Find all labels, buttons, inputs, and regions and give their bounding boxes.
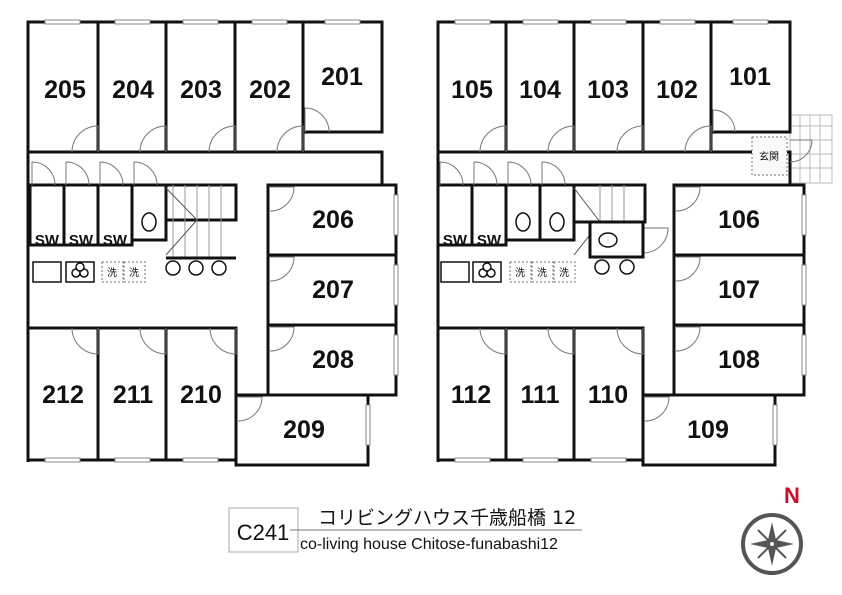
laundry-label: 洗 [537, 267, 547, 279]
room-212[interactable] [26, 326, 100, 462]
left-building: SW SW SW 洗 洗 205 204 203 202 201 206 207… [26, 19, 399, 467]
room-number: 208 [312, 346, 354, 374]
room-number: 112 [451, 381, 491, 409]
room-102[interactable] [641, 20, 713, 154]
shower-label: SW [35, 232, 60, 249]
room-205[interactable] [26, 20, 100, 154]
north-label: N [784, 483, 800, 508]
room-103[interactable] [572, 20, 645, 154]
room-203[interactable] [164, 20, 237, 154]
laundry-space [553, 261, 576, 283]
door-icon [31, 161, 158, 186]
right-building: 玄関 [436, 19, 833, 467]
entrance-tiles [789, 114, 833, 184]
room-number: 205 [44, 76, 86, 104]
shower-room[interactable] [470, 183, 508, 247]
room-210[interactable] [164, 326, 238, 462]
room-number: 210 [180, 381, 222, 409]
compass-icon: N [741, 483, 803, 575]
shower-label: SW [103, 232, 128, 249]
property-name-en: co-living house Chitose-funabashi12 [300, 536, 558, 553]
room-number: 204 [112, 76, 154, 104]
toilet-icon [515, 212, 531, 232]
window-icon [454, 19, 807, 463]
room-109[interactable] [641, 393, 777, 467]
room-110[interactable] [572, 326, 645, 462]
room-number: 110 [588, 381, 628, 409]
room-number: 105 [451, 76, 493, 104]
shower-room[interactable] [436, 183, 474, 247]
shower-label: SW [443, 232, 468, 249]
room-106[interactable] [672, 183, 806, 257]
entrance-label: 玄関 [759, 150, 779, 163]
laundry-label: 洗 [107, 267, 117, 279]
laundry-label: 洗 [515, 267, 525, 279]
shower-label: SW [477, 232, 502, 249]
room-number: 108 [718, 346, 760, 374]
window-icon [44, 19, 399, 463]
room-number: 102 [656, 76, 698, 104]
stairs [572, 183, 647, 256]
wash-basin-icon [594, 259, 635, 275]
room-number: 106 [718, 206, 760, 234]
room-208[interactable] [266, 323, 398, 397]
shower-label: SW [69, 232, 94, 249]
sink-icon [440, 261, 470, 283]
room-labels: 105 104 103 102 101 106 107 108 109 112 … [451, 63, 771, 444]
room-112[interactable] [436, 326, 508, 462]
laundry-label: 洗 [559, 267, 569, 279]
room-number: 209 [283, 416, 325, 444]
laundry-space [101, 261, 124, 283]
room-number: 211 [113, 381, 153, 409]
room-number: 201 [321, 63, 363, 91]
room-number: 104 [519, 76, 561, 104]
room-number: 212 [42, 381, 84, 409]
room-number: 107 [718, 276, 760, 304]
toilet-icon [598, 232, 618, 248]
room-number: 207 [312, 276, 354, 304]
title-block: C241 コリビングハウス千歳船橋 12 co-living house Chi… [228, 507, 582, 553]
toilet-icon [549, 212, 565, 232]
door-icon [71, 107, 330, 422]
room-number: 206 [312, 206, 354, 234]
door-icon [479, 109, 813, 422]
door-icon [439, 161, 566, 186]
room-number: 101 [729, 63, 771, 91]
laundry-space [509, 261, 532, 283]
sink-icon [32, 261, 62, 283]
room-111[interactable] [504, 326, 576, 462]
stairs [164, 183, 238, 260]
toilet-icon [141, 212, 157, 232]
property-code: C241 [237, 520, 290, 545]
room-labels: 205 204 203 202 201 206 207 208 209 212 … [42, 63, 363, 444]
room-number: 202 [249, 76, 291, 104]
laundry-space [123, 261, 146, 283]
laundry-label: 洗 [129, 267, 139, 279]
room-105[interactable] [436, 20, 508, 154]
room-number: 103 [587, 76, 629, 104]
laundry-space [531, 261, 554, 283]
room-number: 203 [180, 76, 222, 104]
room-number: 109 [687, 416, 729, 444]
entrance-area[interactable] [751, 136, 788, 176]
room-number: 111 [521, 381, 560, 409]
room-202[interactable] [233, 20, 305, 154]
wash-basin-icon [165, 260, 227, 276]
property-name-jp: コリビングハウス千歳船橋 12 [318, 507, 576, 529]
code-box [228, 507, 299, 553]
